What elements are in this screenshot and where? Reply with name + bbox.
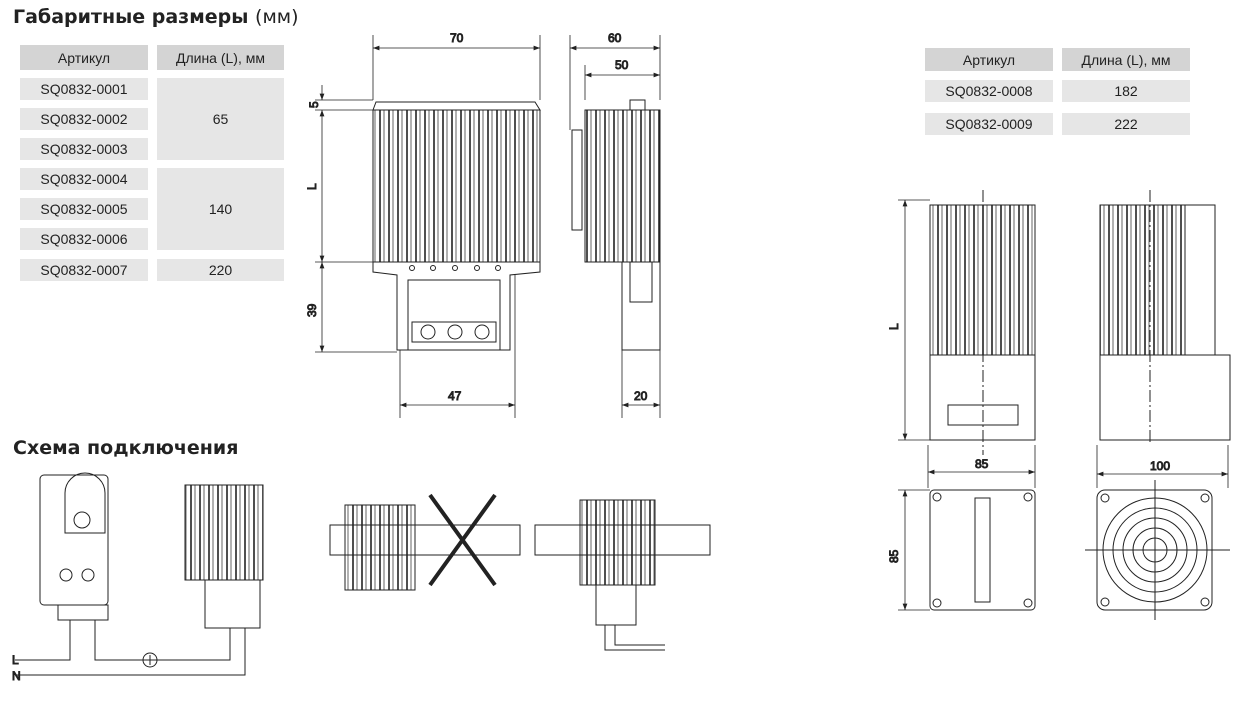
header-sku: Артикул xyxy=(925,48,1053,71)
length-cell: 222 xyxy=(1062,113,1190,135)
dim-85-depth: 85 xyxy=(887,549,901,563)
length-cell: 65 xyxy=(157,78,284,160)
wire-n-label: N xyxy=(12,669,21,683)
title-text: Габаритные размеры xyxy=(13,6,249,28)
dim-60: 60 xyxy=(608,31,622,45)
dim-large-l: L xyxy=(887,323,901,330)
large-side-view xyxy=(1099,190,1231,445)
dim-85-width: 85 xyxy=(975,457,989,471)
title-unit: (мм) xyxy=(255,6,299,28)
large-bottom-views xyxy=(929,480,1230,620)
dim-5: 5 xyxy=(307,101,321,108)
dim-47: 47 xyxy=(448,389,462,403)
wire-l-label: L xyxy=(12,653,19,667)
sku-cell: SQ0832-0001 xyxy=(20,78,148,100)
sku-cell: SQ0832-0004 xyxy=(20,168,148,190)
dim-70: 70 xyxy=(450,31,464,45)
wiring-diagram xyxy=(15,472,711,676)
sku-cell: SQ0832-0007 xyxy=(20,259,148,281)
sku-cell: SQ0832-0009 xyxy=(925,113,1053,135)
large-front-view xyxy=(929,190,1036,455)
side-view-drawing xyxy=(571,99,661,351)
dim-20: 20 xyxy=(634,389,648,403)
length-cell: 182 xyxy=(1062,80,1190,102)
header-length: Длина (L), мм xyxy=(157,45,284,70)
dim-50: 50 xyxy=(615,58,629,72)
sku-cell: SQ0832-0008 xyxy=(925,80,1053,102)
dimension-lines xyxy=(315,35,661,418)
dimensions-title: Габаритные размеры (мм) xyxy=(13,6,299,28)
header-sku: Артикул xyxy=(20,45,148,70)
header-length: Длина (L), мм xyxy=(1062,48,1190,71)
length-cell: 140 xyxy=(157,168,284,250)
dim-100: 100 xyxy=(1150,459,1170,473)
wiring-title: Схема подключения xyxy=(13,437,239,459)
sku-cell: SQ0832-0006 xyxy=(20,228,148,250)
sku-cell: SQ0832-0003 xyxy=(20,138,148,160)
sku-cell: SQ0832-0005 xyxy=(20,198,148,220)
large-dimension-lines xyxy=(898,199,1229,611)
front-view-drawing xyxy=(372,101,541,351)
length-cell: 220 xyxy=(157,259,284,281)
dim-l: L xyxy=(305,183,319,190)
dim-39: 39 xyxy=(305,303,319,317)
sku-cell: SQ0832-0002 xyxy=(20,108,148,130)
